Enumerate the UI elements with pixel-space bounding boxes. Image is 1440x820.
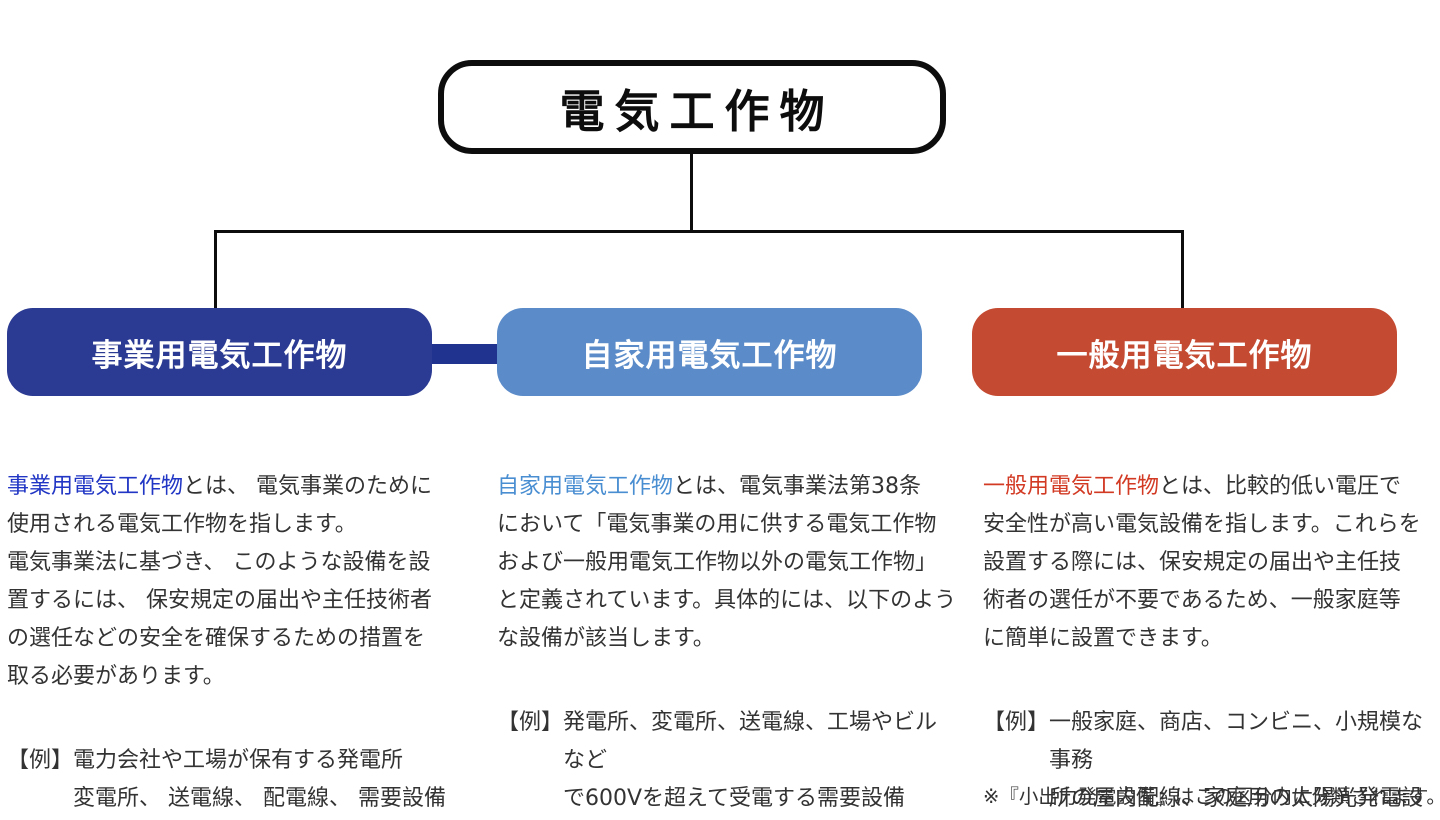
- example-text: 発電所、変電所、送電線、工場やビルなど で600Vを超えて受電する需要設備: [563, 710, 938, 811]
- category-box-general-use: 一般用電気工作物: [972, 308, 1397, 396]
- lead-term-general-use: 一般用電気工作物: [983, 474, 1160, 499]
- description-paragraph: 事業用電気工作物とは、 電気事業のために 使用される電気工作物を指します。 電気…: [7, 430, 467, 696]
- example-label: 【例】: [7, 748, 74, 773]
- category-title-business-use: 事業用電気工作物: [91, 337, 348, 374]
- lead-term-business-use: 事業用電気工作物: [7, 474, 184, 499]
- description-column-private-use: 自家用電気工作物とは、電気事業法第38条 において「電気事業の用に供する電気工作…: [497, 430, 957, 818]
- example-text: 電力会社や工場が保有する発電所 変電所、 送電線、 配電線、 需要設備: [73, 748, 446, 811]
- description-text: とは、電気事業法第38条 において「電気事業の用に供する電気工作物 および一般用…: [497, 474, 957, 651]
- category-box-business-use: 事業用電気工作物: [7, 308, 432, 396]
- example-label: 【例】: [983, 710, 1050, 735]
- description-paragraph: 一般用電気工作物とは、比較的低い電圧で 安全性が高い電気設備を指します。これらを…: [983, 430, 1440, 658]
- example-block-general-use: 【例】 一般家庭、商店、コンビニ、小規模な事務 所の屋内配線、家庭用の太陽光発電…: [983, 704, 1440, 820]
- example-block-business-use: 【例】 電力会社や工場が保有する発電所 変電所、 送電線、 配電線、 需要設備: [7, 742, 467, 818]
- description-column-business-use: 事業用電気工作物とは、 電気事業のために 使用される電気工作物を指します。 電気…: [7, 430, 467, 818]
- connector-right-vertical-line: [1181, 230, 1184, 310]
- example-block-private-use: 【例】 発電所、変電所、送電線、工場やビルなど で600Vを超えて受電する需要設…: [497, 704, 957, 818]
- connector-left-vertical-line: [214, 230, 217, 310]
- connector-business-private-bar: [428, 344, 502, 364]
- footnote-small-power-generation: ※『小出力発電設備』はこの区分内に分類されます。: [983, 785, 1440, 808]
- root-node-title: 電気工作物: [559, 84, 835, 138]
- connector-horizontal-line: [214, 230, 1184, 233]
- example-label: 【例】: [497, 710, 564, 735]
- example-text: 一般家庭、商店、コンビニ、小規模な事務 所の屋内配線、家庭用の太陽光発電設備: [1049, 710, 1424, 811]
- lead-term-private-use: 自家用電気工作物: [497, 474, 674, 499]
- description-column-general-use: 一般用電気工作物とは、比較的低い電圧で 安全性が高い電気設備を指します。これらを…: [983, 430, 1440, 820]
- description-paragraph: 自家用電気工作物とは、電気事業法第38条 において「電気事業の用に供する電気工作…: [497, 430, 957, 658]
- category-box-private-use: 自家用電気工作物: [497, 308, 922, 396]
- root-node-denki-kosakubutsu: 電気工作物: [438, 60, 946, 154]
- category-title-private-use: 自家用電気工作物: [581, 337, 838, 374]
- description-text: とは、 電気事業のために 使用される電気工作物を指します。 電気事業法に基づき、…: [7, 474, 433, 689]
- description-text: とは、比較的低い電圧で 安全性が高い電気設備を指します。これらを 設置する際には…: [983, 474, 1421, 651]
- category-title-general-use: 一般用電気工作物: [1056, 337, 1313, 374]
- connector-root-vertical-line: [690, 152, 693, 232]
